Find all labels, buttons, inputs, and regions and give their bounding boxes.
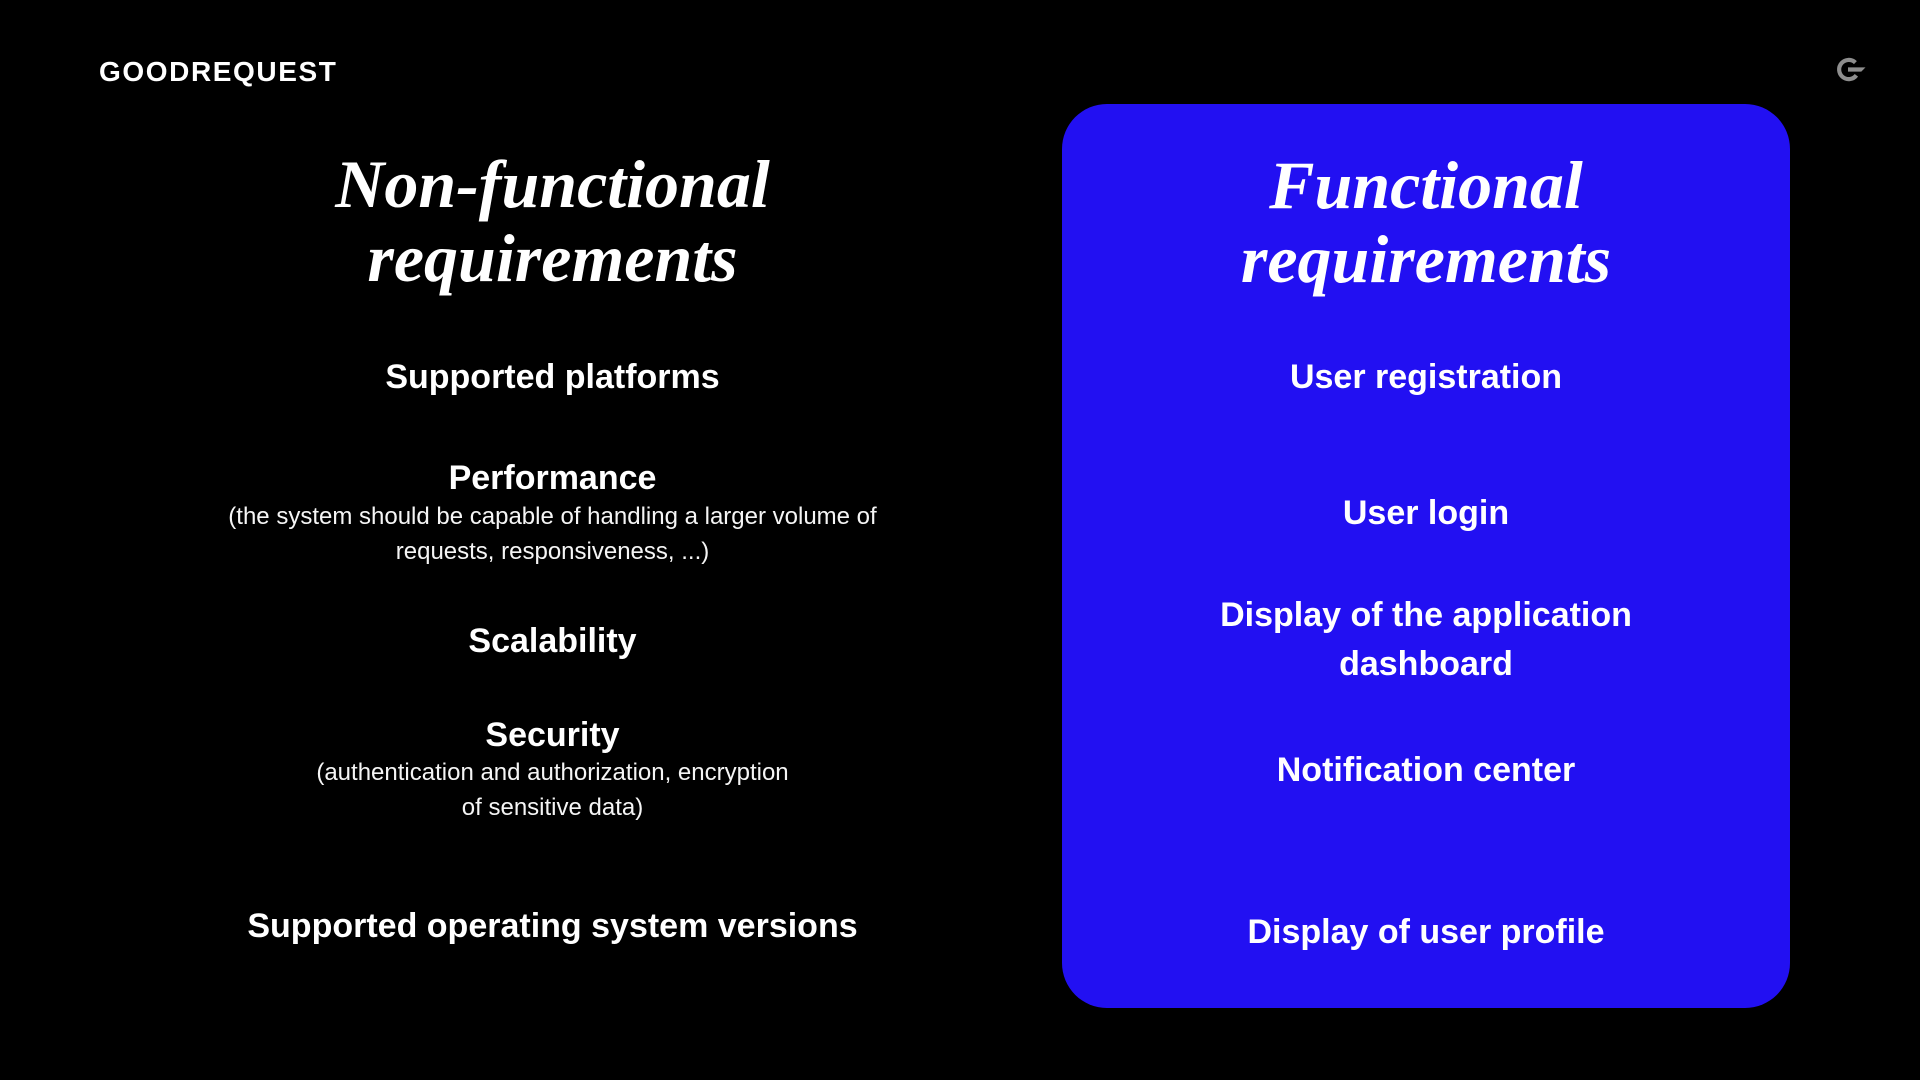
list-item: Supported platforms	[385, 358, 720, 396]
non-functional-panel: Non-functional requirements Supported pl…	[70, 0, 1035, 1080]
list-item: Performance	[448, 459, 657, 497]
title-line: Non-functional	[335, 146, 770, 222]
non-functional-title: Non-functional requirements	[70, 147, 1035, 295]
functional-title: Functional requirements	[1062, 148, 1790, 296]
list-item: Supported operating system versions	[247, 907, 858, 945]
list-item: Scalability	[468, 622, 637, 660]
list-item-note: (authentication and authorization, encry…	[70, 756, 1035, 825]
title-line: requirements	[367, 220, 738, 296]
list-item: Security	[485, 716, 620, 754]
note-line: (the system should be capable of handlin…	[228, 503, 877, 530]
note-line: (authentication and authorization, encry…	[316, 759, 789, 786]
list-item: Display of user profile	[1247, 913, 1605, 951]
note-line: of sensitive data)	[461, 793, 644, 821]
list-item: Display of the application dashboard	[1062, 591, 1790, 689]
note-line: requests, responsiveness, ...)	[395, 537, 710, 565]
list-item-line: Display of the application	[1220, 596, 1632, 634]
list-item: User login	[1342, 494, 1510, 532]
list-item: Notification center	[1276, 751, 1576, 789]
list-item-note: (the system should be capable of handlin…	[70, 500, 1035, 569]
goodrequest-g-icon	[1837, 57, 1866, 82]
goodrequest-logo: GOODREQUEST	[99, 56, 338, 87]
list-item: User registration	[1289, 358, 1563, 396]
title-line: requirements	[1240, 221, 1612, 297]
functional-panel: Functional requirements User registratio…	[1062, 104, 1790, 1008]
title-line: Functional	[1269, 147, 1583, 223]
list-item-line: dashboard	[1339, 645, 1513, 683]
